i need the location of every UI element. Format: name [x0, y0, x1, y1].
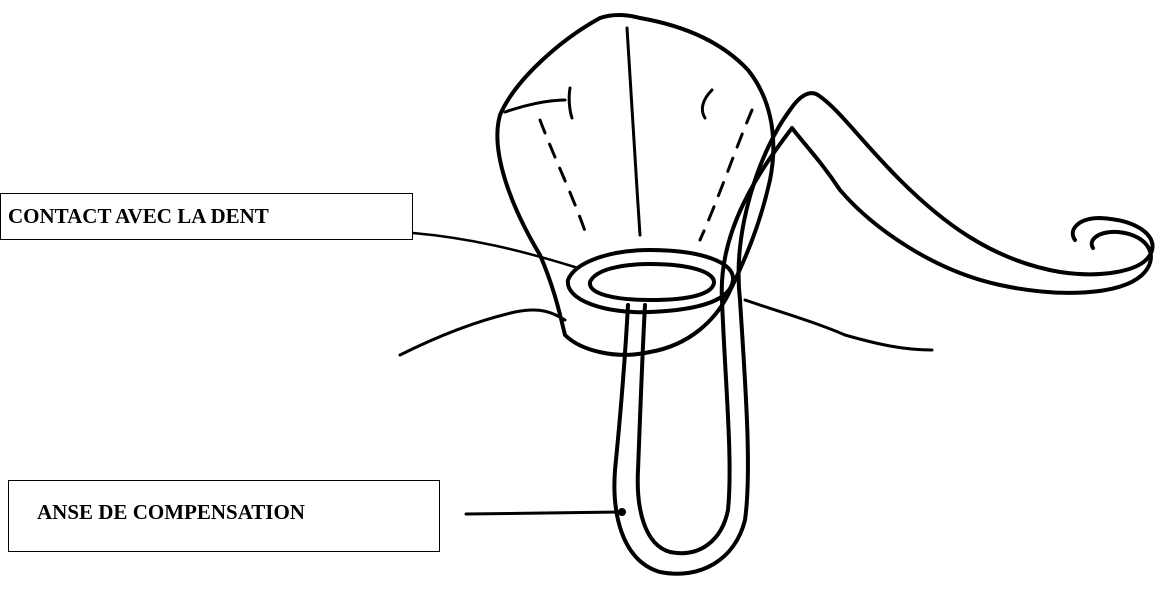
clasp-ring-inner	[590, 264, 714, 300]
crown-mark-left	[569, 88, 572, 118]
contact-leader-line	[413, 233, 578, 268]
crown-dashed-left	[540, 120, 588, 240]
compensation-leader-line	[466, 512, 620, 514]
gum-line-right	[745, 300, 932, 350]
crown-mark-right	[702, 90, 712, 118]
compensation-loop-inner	[638, 128, 1151, 553]
compensation-label: ANSE DE COMPENSATION	[37, 500, 305, 524]
compensation-label-box: ANSE DE COMPENSATION	[8, 480, 440, 552]
compensation-leader-dot	[618, 508, 626, 516]
crown-center-line	[627, 28, 640, 235]
contact-label-box: CONTACT AVEC LA DENT	[0, 193, 413, 240]
crown-left-line	[505, 100, 565, 112]
gum-line-left	[400, 310, 565, 355]
contact-label: CONTACT AVEC LA DENT	[8, 204, 269, 228]
